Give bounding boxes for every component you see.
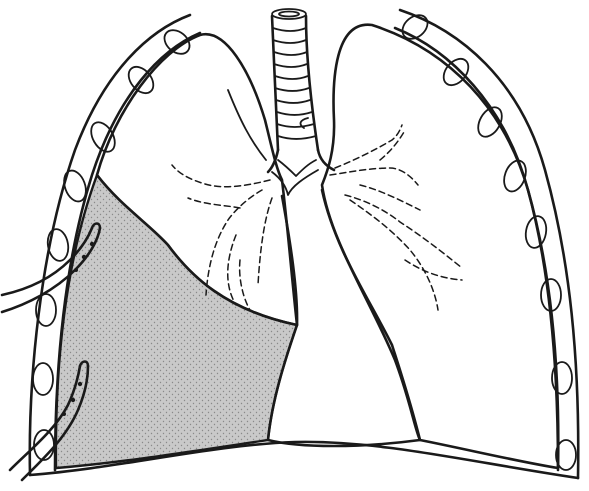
ribs-right bbox=[398, 10, 576, 470]
heart-icon bbox=[268, 190, 420, 446]
pleural-effusion-icon bbox=[56, 175, 297, 468]
rib-icon bbox=[33, 363, 53, 395]
right-lung-fissure bbox=[228, 90, 266, 160]
rib-icon bbox=[500, 158, 530, 195]
rib-icon bbox=[86, 118, 119, 156]
bronchial-tree-left bbox=[330, 125, 462, 310]
left-lung-icon bbox=[322, 25, 558, 468]
